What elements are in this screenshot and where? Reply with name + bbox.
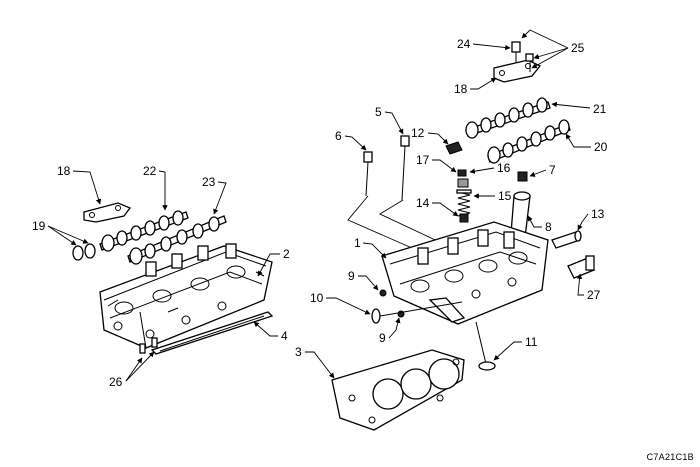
- bearing-cap-left: [83, 202, 132, 223]
- camshaft-22: [99, 210, 189, 252]
- callout-18-right: 18: [454, 82, 468, 96]
- callout-3: 3: [295, 345, 302, 359]
- head-gasket-left: [150, 311, 274, 355]
- callout-23: 23: [202, 175, 216, 189]
- valve-keepers: [457, 169, 469, 188]
- callout-22: 22: [143, 164, 157, 178]
- callout-5: 5: [375, 105, 382, 119]
- callout-2: 2: [283, 247, 290, 261]
- callout-15: 15: [498, 189, 512, 203]
- cap-bolts: [511, 41, 534, 72]
- callout-25: 25: [571, 41, 585, 55]
- cylinder-head-left: [99, 243, 273, 349]
- callout-9-upper: 9: [348, 269, 355, 283]
- plug-13: [551, 230, 582, 249]
- cylinder-head-right: [381, 221, 549, 325]
- callout-24: 24: [457, 37, 471, 51]
- callout-9-lower: 9: [379, 331, 386, 345]
- head-bolt-6: [363, 151, 373, 197]
- callout-27: 27: [587, 288, 601, 302]
- leader-lines: [47, 29, 591, 382]
- valve-spring: [456, 189, 472, 217]
- bearing-cap-right: [493, 59, 542, 83]
- callout-12: 12: [411, 126, 425, 140]
- callout-21: 21: [593, 102, 607, 116]
- callout-10: 10: [310, 291, 324, 305]
- head-gasket-right: [331, 349, 465, 431]
- intake-valve: [371, 301, 463, 324]
- callout-8: 8: [545, 220, 552, 234]
- rocker-12: [445, 141, 463, 155]
- callout-18-left: 18: [57, 164, 71, 178]
- callout-19: 19: [32, 219, 46, 233]
- callout-16: 16: [497, 161, 511, 175]
- callout-6: 6: [335, 129, 342, 143]
- valve-seal: [459, 213, 469, 223]
- callout-4: 4: [281, 329, 288, 343]
- o-rings: [72, 243, 96, 261]
- callout-7: 7: [549, 163, 556, 177]
- callout-26: 26: [109, 375, 123, 389]
- figure-code: C7A21C1B: [646, 452, 694, 462]
- sensor-27: [567, 255, 595, 279]
- head-bolt-5: [400, 135, 410, 201]
- camshaft-23: [127, 215, 227, 265]
- camshaft-21: [465, 97, 551, 139]
- seal-ball-upper: [379, 289, 387, 297]
- callout-17: 17: [416, 153, 430, 167]
- callout-13: 13: [591, 207, 605, 221]
- dowel-pins-left: [139, 337, 158, 354]
- exhaust-valve: [475, 321, 496, 371]
- callout-11: 11: [525, 335, 538, 349]
- callout-1: 1: [354, 236, 361, 250]
- camshaft-20: [487, 119, 571, 164]
- callout-14: 14: [416, 196, 430, 210]
- callout-20: 20: [594, 140, 608, 154]
- sensor-7: [517, 171, 528, 182]
